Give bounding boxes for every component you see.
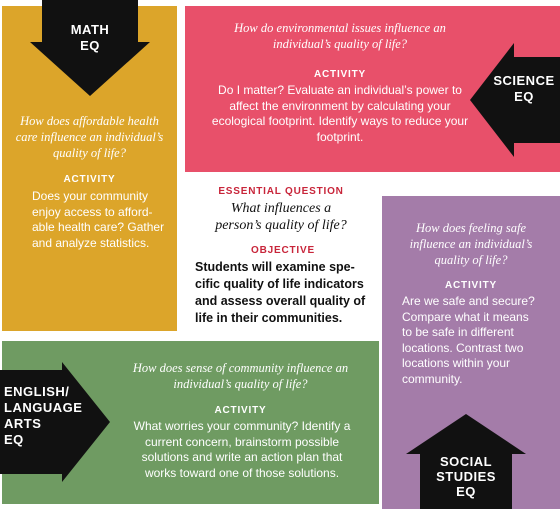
objective-label: OBJECTIVE (251, 245, 315, 256)
english-arrow-right-icon (0, 362, 110, 482)
science-eq-label: SCIENCE EQ (493, 73, 555, 104)
math-activity-label: ACTIVITY (63, 174, 116, 185)
social-question: How does feeling safe influence an indiv… (409, 221, 533, 267)
english-activity-label: ACTIVITY (214, 405, 267, 416)
science-panel: How do environmental issues influence an… (185, 6, 560, 172)
english-eq-label: ENGLISH/ LANGUAGE ARTS EQ (4, 384, 83, 447)
objective-text: Students will examine spe-cific quality … (195, 260, 366, 325)
math-activity: Does your community enjoy access to affo… (32, 189, 165, 250)
english-activity: What worries your community? Identify a … (133, 419, 351, 480)
math-arrow-down-icon (30, 0, 150, 96)
social-eq-label: SOCIAL STUDIES EQ (436, 454, 496, 499)
science-arrow-left-icon (470, 43, 560, 157)
social-activity: Are we safe and secure? Compare what it … (402, 294, 535, 386)
essential-question-label: ESSENTIAL QUESTION (218, 186, 344, 197)
math-eq-label: MATH EQ (70, 22, 110, 53)
english-question: How does sense of community influence an… (132, 361, 349, 391)
center-objective: OBJECTIVE Students will examine spe-cifi… (195, 245, 371, 327)
social-arrow-up-icon (406, 414, 526, 509)
center-essential-question: ESSENTIAL QUESTION What influences a per… (192, 186, 370, 234)
science-activity-label: ACTIVITY (314, 69, 366, 80)
science-activity: Do I matter? Evaluate an individual’s po… (211, 83, 469, 144)
essential-question-text: What influences a person’s quality of li… (215, 201, 347, 233)
social-activity-label: ACTIVITY (445, 280, 497, 291)
science-question: How do environmental issues influence an… (234, 21, 446, 51)
math-question: How does affordable health care influenc… (15, 114, 164, 160)
